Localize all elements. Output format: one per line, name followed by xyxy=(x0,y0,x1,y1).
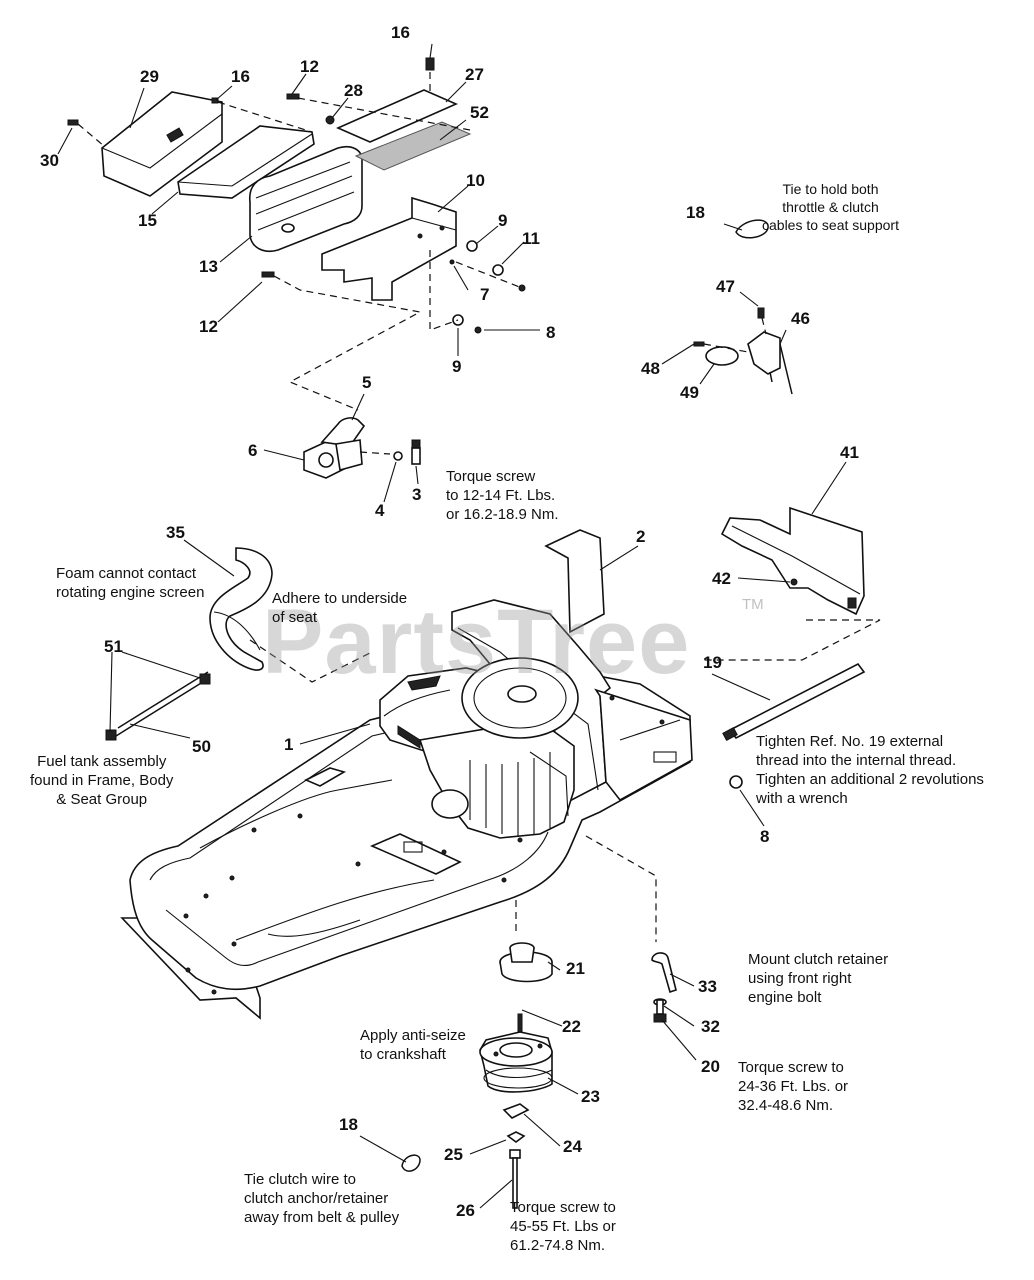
washer-25 xyxy=(506,1131,526,1143)
note-torque-20: Torque screw to 24-36 Ft. Lbs. or 32.4-4… xyxy=(738,1059,849,1114)
callout-28: 28 xyxy=(344,81,363,100)
callout-26: 26 xyxy=(456,1201,475,1220)
callout-18-top: 18 xyxy=(686,203,705,222)
callout-33: 33 xyxy=(698,977,717,996)
callout-9-bottom: 9 xyxy=(452,357,462,376)
note-anti-seize: Apply anti-seize to crankshaft xyxy=(360,1027,466,1063)
hardware-small xyxy=(67,57,526,334)
leader-lines xyxy=(57,43,847,1209)
callout-2: 2 xyxy=(636,527,646,546)
guard-41 xyxy=(720,506,865,616)
callout-32: 32 xyxy=(701,1017,720,1036)
note-tie-clutch: Tie clutch wire to clutch anchor/retaine… xyxy=(244,1171,400,1226)
clutch-23 xyxy=(479,1031,553,1093)
callout-9-top: 9 xyxy=(498,211,508,230)
callout-1: 1 xyxy=(284,735,294,754)
gasket-52 xyxy=(354,121,472,171)
callout-8-top: 8 xyxy=(546,323,556,342)
callout-49: 49 xyxy=(680,383,699,402)
note-fuel-tank: Fuel tank assembly found in Frame, Body … xyxy=(30,753,174,808)
exhaust-elbow-5 xyxy=(303,417,366,479)
bolt-20 xyxy=(653,999,667,1023)
callout-3: 3 xyxy=(412,485,422,504)
shield-2 xyxy=(544,529,605,634)
callout-13: 13 xyxy=(199,257,218,276)
callout-42: 42 xyxy=(712,569,731,588)
callout-7: 7 xyxy=(480,285,490,304)
callout-52: 52 xyxy=(470,103,489,122)
callout-10: 10 xyxy=(466,171,485,190)
callout-11: 11 xyxy=(522,229,540,248)
heat-shield-29 xyxy=(101,91,223,197)
callout-50: 50 xyxy=(192,737,211,756)
note-adhere: Adhere to underside of seat xyxy=(272,590,408,626)
retainer-33 xyxy=(651,952,677,994)
callout-47: 47 xyxy=(716,277,735,296)
fuel-pipe-19 xyxy=(722,662,866,742)
callout-24: 24 xyxy=(563,1137,582,1156)
note-torque-26: Torque screw to 45-55 Ft. Lbs or 61.2-74… xyxy=(510,1199,616,1254)
callout-6: 6 xyxy=(248,441,258,460)
note-tie-cables: Tie to hold both throttle & clutch cable… xyxy=(762,181,899,233)
muffler-13 xyxy=(248,145,363,252)
callout-16-left: 16 xyxy=(231,67,250,86)
watermark-text: PartsTree xyxy=(262,591,691,693)
callout-41: 41 xyxy=(840,443,859,462)
seat-switch-46 xyxy=(747,331,793,395)
trademark-symbol: TM xyxy=(742,596,764,613)
bracket-15 xyxy=(177,125,315,199)
note-torque-3: Torque screw to 12-14 Ft. Lbs. or 16.2-1… xyxy=(446,468,559,523)
callout-4: 4 xyxy=(375,501,385,520)
callout-51: 51 xyxy=(104,637,123,656)
callout-8-bottom: 8 xyxy=(760,827,770,846)
callout-16-top: 16 xyxy=(391,23,410,42)
fuel-line-50 xyxy=(105,671,211,741)
muffler-bracket-10 xyxy=(321,196,457,301)
callout-30: 30 xyxy=(40,151,59,170)
callout-27: 27 xyxy=(465,65,484,84)
screw-47 xyxy=(757,307,765,319)
foam-35 xyxy=(209,547,273,671)
note-mount-clutch: Mount clutch retainer using front right … xyxy=(748,951,889,1006)
callout-22: 22 xyxy=(562,1017,581,1036)
callout-19: 19 xyxy=(703,653,722,672)
callout-48: 48 xyxy=(641,359,660,378)
note-foam: Foam cannot contact rotating engine scre… xyxy=(56,565,205,601)
bolt-26 xyxy=(509,1149,521,1209)
pin-48 xyxy=(693,341,705,347)
screw-3 xyxy=(411,439,421,465)
callout-46: 46 xyxy=(791,309,810,328)
callout-18-bottom: 18 xyxy=(339,1115,358,1134)
washer-24 xyxy=(502,1103,530,1119)
cable-tie-18-bottom xyxy=(401,1154,421,1172)
callout-23: 23 xyxy=(581,1087,600,1106)
callout-29: 29 xyxy=(140,67,159,86)
note-tighten-19: Tighten Ref. No. 19 external thread into… xyxy=(756,733,984,807)
engine-1 xyxy=(379,657,579,839)
callout-5: 5 xyxy=(362,373,372,392)
callout-21: 21 xyxy=(566,959,585,978)
callout-12-top: 12 xyxy=(300,57,319,76)
callout-12-bottom: 12 xyxy=(199,317,218,336)
callout-25: 25 xyxy=(444,1145,463,1164)
callout-20: 20 xyxy=(701,1057,720,1076)
pulley-21 xyxy=(499,942,553,983)
callout-15: 15 xyxy=(138,211,157,230)
callout-35: 35 xyxy=(166,523,185,542)
cable-tie-18-top xyxy=(735,219,769,239)
